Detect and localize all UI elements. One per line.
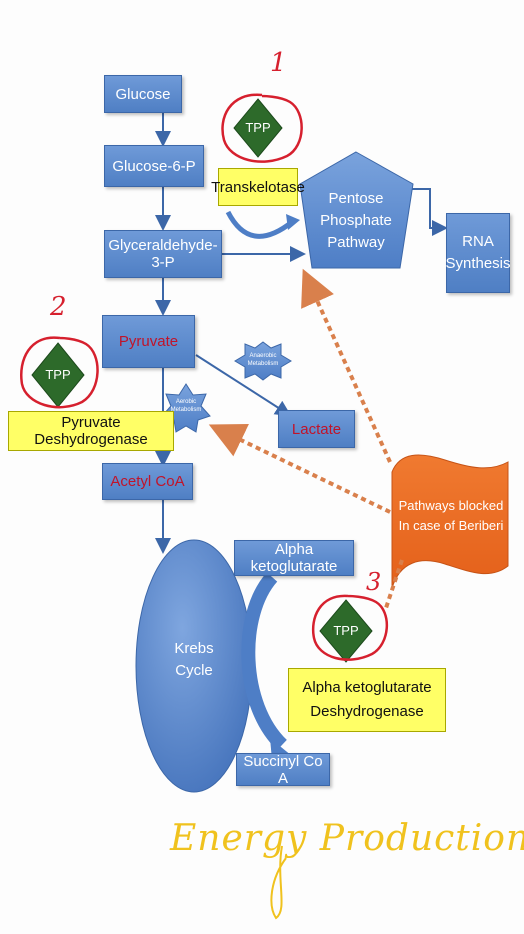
red-circle-2: [20, 336, 99, 409]
anaerobic-line2: Metabolism: [247, 361, 279, 367]
aerobic-label: Aerobic Metabolism: [164, 398, 208, 414]
tpp-diamond-1: [233, 98, 283, 158]
transketolase-curve: [225, 210, 294, 239]
lactate-box: Lactate: [278, 410, 355, 448]
red-circle-1: [221, 93, 303, 163]
krebs-cycle-label: Krebs Cycle: [150, 638, 238, 682]
acetyl-coa-label: Acetyl CoA: [110, 473, 185, 490]
pentose-phosphate-shape: [299, 151, 414, 269]
pentose-line1: Pentose: [328, 190, 384, 207]
glyceraldehyde-3p-label: Glyceraldehyde-3-P: [108, 237, 218, 271]
arrow-pyruvate-lactate: [195, 354, 292, 417]
alpha-ketoglutarate-box: Alpha ketoglutarate: [234, 540, 354, 576]
anaerobic-label: Anaerobic Metabolism: [241, 352, 285, 368]
pentose-phosphate-label: Pentose Phosphate Pathway: [312, 188, 400, 254]
pyruvate-label: Pyruvate: [118, 333, 179, 350]
pentose-line3: Pathway: [327, 234, 385, 251]
red-circle-3: [311, 594, 389, 661]
glucose-box: Glucose: [104, 75, 182, 113]
energy-production-annotation: Energy Production: [170, 818, 524, 859]
pentose-line2: Phosphate: [320, 212, 392, 229]
aerobic-line2: Metabolism: [170, 407, 202, 413]
blocked-line2: In case of Beriberi: [398, 518, 504, 533]
acetyl-coa-box: Acetyl CoA: [102, 463, 193, 500]
annotation-number-1: 1: [270, 48, 287, 78]
annotation-number-3: 3: [366, 568, 382, 596]
pyruvate-box: Pyruvate: [102, 315, 195, 368]
krebs-line1: Krebs: [174, 640, 214, 657]
blocked-shape: [391, 454, 509, 589]
arrow-pentose-rna: [408, 188, 448, 236]
energy-scribble: [270, 845, 287, 920]
blocked-line1: Pathways blocked: [398, 498, 504, 513]
glucose-label: Glucose: [115, 85, 171, 103]
pyruvate-dh-label: Pyruvate Deshydrogenase: [34, 414, 148, 448]
annotation-number-2: 2: [50, 292, 67, 322]
akg-curve: [241, 572, 288, 751]
rna-synthesis-box: RNA Synthesis: [445, 213, 511, 293]
transketolase-label: Transkelotase: [211, 178, 305, 196]
synthesis-label: Synthesis: [445, 255, 511, 272]
tpp-diamond-3: [319, 599, 373, 663]
lactate-label: Lactate: [291, 420, 342, 438]
tpp-label-2: TPP: [45, 367, 71, 382]
krebs-line2: Cycle: [175, 662, 213, 679]
pyruvate-dh-box: Pyruvate Deshydrogenase: [8, 411, 174, 451]
akg-dh-box: Alpha ketoglutarate Deshydrogenase: [288, 668, 446, 732]
alpha-ketoglutarate-label: Alpha ketoglutarate: [250, 541, 338, 575]
akg-dh-line2: Deshydrogenase: [310, 703, 424, 720]
anaerobic-star: [234, 341, 292, 381]
succinyl-coa-box: Succinyl Co A: [236, 752, 330, 787]
glucose-6p-box: Glucose-6-P: [104, 145, 204, 187]
rna-label: RNA: [462, 233, 494, 250]
aerobic-star: [161, 383, 211, 433]
tpp-label-1: TPP: [245, 120, 271, 135]
blocked-label: Pathways blocked In case of Beriberi: [396, 496, 506, 536]
glyceraldehyde-3p-box: Glyceraldehyde-3-P: [104, 230, 222, 278]
blocked-arrow-transketolase: [301, 268, 392, 463]
aerobic-line1: Aerobic: [175, 399, 197, 405]
transketolase-box: Transkelotase: [211, 168, 305, 206]
akg-dh-line1: Alpha ketoglutarate: [302, 679, 432, 696]
glucose-6p-label: Glucose-6-P: [112, 157, 196, 175]
anaerobic-line1: Anaerobic: [249, 353, 277, 359]
tpp-label-3: TPP: [333, 623, 359, 638]
succinyl-coa-label: Succinyl Co A: [243, 752, 323, 787]
